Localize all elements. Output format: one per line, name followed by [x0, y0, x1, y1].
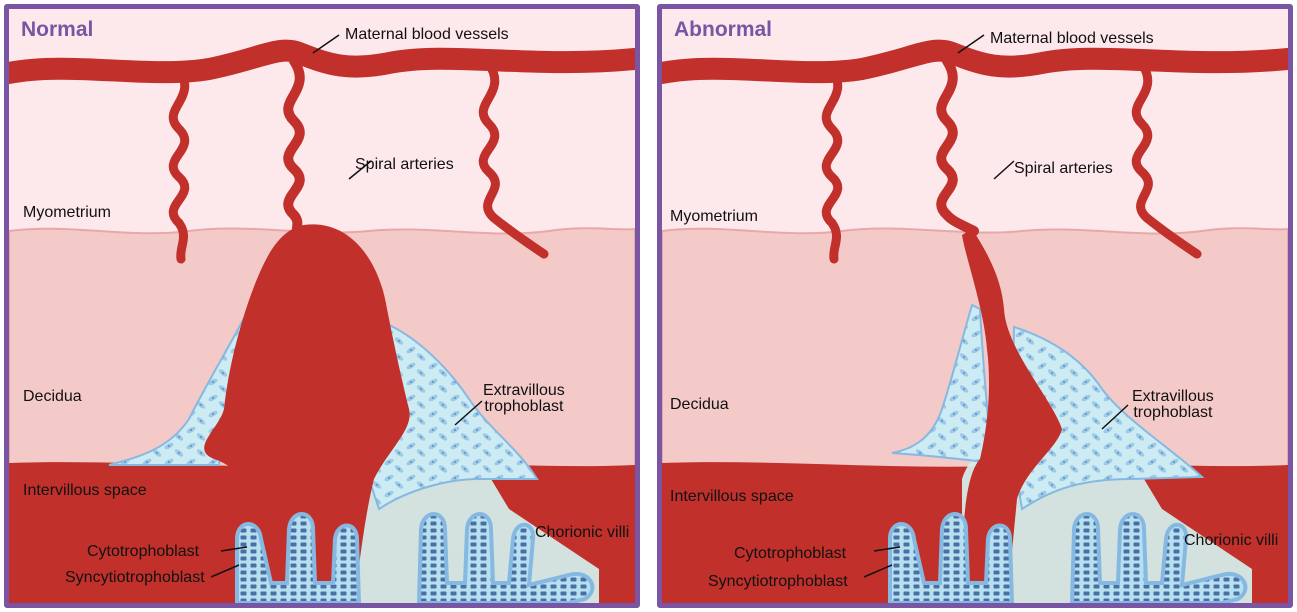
normal-illustration	[9, 9, 635, 603]
maternal-blood-vessels-label: Maternal blood vessels	[345, 27, 509, 43]
cytotrophoblast-label: Cytotrophoblast	[734, 546, 846, 562]
abnormal-panel: Abnormal Maternal blood vessels Spiral a…	[657, 4, 1293, 608]
cytotrophoblast-label: Cytotrophoblast	[87, 544, 199, 560]
chorionic-villi-label: Chorionic villi	[1184, 533, 1278, 549]
myometrium-label: Myometrium	[670, 209, 758, 225]
spiral-arteries-label: Spiral arteries	[1014, 161, 1113, 177]
panel-title: Abnormal	[674, 19, 772, 40]
syncytiotrophoblast-label: Syncytiotrophoblast	[65, 570, 205, 586]
intervillous-space-label: Intervillous space	[670, 489, 794, 505]
decidua-label: Decidua	[670, 397, 729, 413]
myometrium-label: Myometrium	[23, 205, 111, 221]
normal-panel: Normal Maternal blood vessels Spiral art…	[4, 4, 640, 608]
maternal-blood-vessels-label: Maternal blood vessels	[990, 31, 1154, 47]
syncytiotrophoblast-label: Syncytiotrophoblast	[708, 574, 848, 590]
spiral-arteries-label: Spiral arteries	[355, 157, 454, 173]
panel-title: Normal	[21, 19, 93, 40]
chorionic-villi-label: Chorionic villi	[535, 525, 629, 541]
intervillous-space-label: Intervillous space	[23, 483, 147, 499]
abnormal-illustration	[662, 9, 1288, 603]
decidua-label: Decidua	[23, 389, 82, 405]
